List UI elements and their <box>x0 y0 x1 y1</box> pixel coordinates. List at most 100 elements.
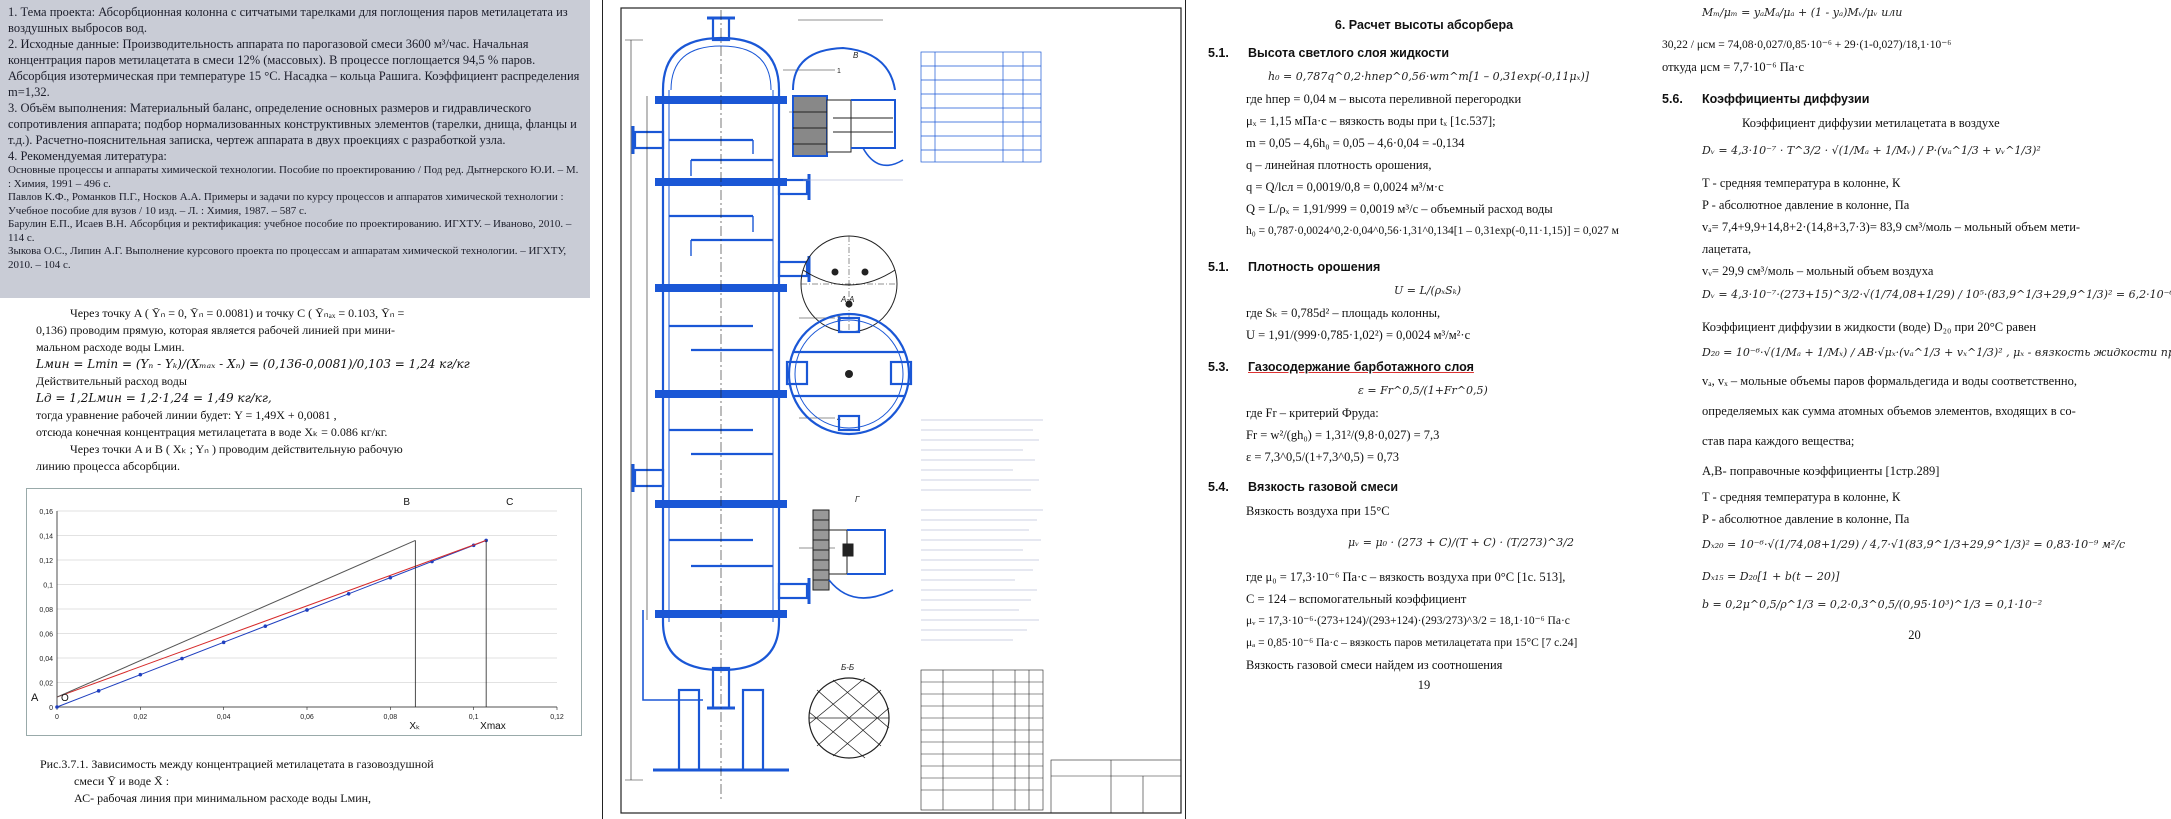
x-tick-label: 0,08 <box>384 714 398 721</box>
caption-line-1: Рис.3.7.1. Зависимость между концентраци… <box>40 757 434 771</box>
assignment-item-2: 2. Исходные данные: Производительность а… <box>8 37 580 99</box>
section-title: Газосодержание барботажного слоя <box>1248 360 1474 374</box>
text-line: C = 124 – вспомогательный коэффициент <box>1246 592 1467 606</box>
x-tick-label: 0,02 <box>134 714 148 721</box>
view-v-label: В <box>853 51 859 60</box>
assignment-item-1: 1. Тема проекта: Абсорбционная колонна с… <box>8 5 568 35</box>
text-line: лацетата, <box>1702 242 1752 256</box>
section-title: Высота светлого слоя жидкости <box>1248 46 1450 60</box>
series-point <box>263 624 268 628</box>
section-number: 5.3. <box>1208 360 1229 374</box>
text-line: Коэффициент диффузии метилацетата в возд… <box>1742 116 2000 130</box>
section-number: 5.6. <box>1662 92 1683 106</box>
formula-dx20: Dₓ₂₀ = 10⁻⁶·√(1/74,08+1/29) / 4,7·√1(83,… <box>1702 538 2126 551</box>
literature-item-1: Основные процессы и аппараты химической … <box>8 164 579 190</box>
section-5-4-header: 5.4.Вязкость газовой смеси <box>1208 476 1398 498</box>
text-line: отсюда конечная концентрация метилацетат… <box>36 425 388 439</box>
literature-item-3: Барулин Е.П., Исаев В.Н. Абсорбция и рек… <box>8 218 572 244</box>
formula-h0: h₀ = 0,787q^0,2·hпер^0,56·wт^m[1 – 0,31e… <box>1268 70 1590 83</box>
detail-g <box>812 509 894 599</box>
formula-u: U = L/(ρₓSₖ) <box>1394 284 1461 297</box>
formula-dv-value: Dᵥ = 4,3·10⁻⁷·(273+15)^3/2·√(1/74,08+1/2… <box>1702 288 2171 301</box>
series-line <box>56 539 487 698</box>
section-title: Коэффициенты диффузии <box>1702 92 1870 106</box>
figure-caption: Рис.3.7.1. Зависимость между концентраци… <box>40 756 580 807</box>
text-line: μᵥ = 17,3·10⁻⁶·(273+124)/(293+124)·(293/… <box>1246 615 1570 627</box>
assignment-scan: 1. Тема проекта: Абсорбционная колонна с… <box>0 0 590 298</box>
series-point <box>96 689 101 693</box>
formula-epsilon: ε = Fr^0,5/(1+Fr^0,5) <box>1358 384 1488 397</box>
text-line: P - абсолютное давление в колонне, Па <box>1702 198 1910 212</box>
text-line: T - средняя температура в колонне, К <box>1702 490 1901 504</box>
point-o-label: O <box>61 693 69 704</box>
point-b-label: B <box>403 497 410 508</box>
text-line: 0,136) проводим прямую, которая является… <box>36 323 395 337</box>
y-tick-label: 0,06 <box>39 632 53 639</box>
series-point <box>346 592 351 596</box>
section-bb <box>808 677 890 759</box>
section-title: Вязкость газовой смеси <box>1248 480 1399 494</box>
text-line: m = 0,05 – 4,6h₀ = 0,05 – 4,6·0,04 = -0,… <box>1246 136 1465 150</box>
engineering-drawing: 1 2 3 4 В <box>602 0 1186 819</box>
formula-mu-air: μᵥ = μ₀ · (273 + C)/(T + C) · (T/273)^3/… <box>1348 536 1574 549</box>
text-line: μₓ = 1,15 мПа·с – вязкость воды при tₓ [… <box>1246 114 1496 128</box>
caption-line-3: АС- рабочая линия при минимальном расход… <box>74 791 372 805</box>
text-line: определяемых как сумма атомных объемов э… <box>1702 404 2076 418</box>
x-tick-label: 0,06 <box>300 714 314 721</box>
text-line: где Sₖ = 0,785d² – площадь колонны, <box>1246 306 1441 320</box>
y-tick-label: 0,02 <box>39 681 53 688</box>
assignment-item-4: 4. Рекомендуемая литература: <box>8 149 167 163</box>
text-line: Q = L/ρₓ = 1,91/999 = 0,0019 м³/с – объе… <box>1246 202 1553 216</box>
text-line: Через точки A и B ( Xₖ ; Yₙ ) проводим д… <box>70 442 403 456</box>
leader-label-1: 1 <box>837 68 841 75</box>
series-point <box>221 640 226 645</box>
series-point <box>484 538 488 543</box>
text-line: q = Q/lсл = 0,0019/0,8 = 0,0024 м³/м·с <box>1246 180 1444 194</box>
section-aa <box>785 312 913 436</box>
text-line: vₐ, vₓ – мольные объемы паров формальдег… <box>1702 374 2077 388</box>
formula-lmin: Lмин = Lmin = (Yₙ - Yₖ)/(Xₘₐₓ - Xₙ) = (0… <box>36 357 470 371</box>
section-5-3-header: 5.3. Газосодержание барботажного слоя <box>1208 356 1474 378</box>
text-line: μₐ = 0,85·10⁻⁶ Па·с – вязкость паров мет… <box>1246 637 1578 649</box>
section-5-1-header: 5.1. Высота светлого слоя жидкости <box>1208 42 1449 64</box>
section-number: 5.1. <box>1208 46 1229 60</box>
xk-label: Xₖ <box>409 721 420 732</box>
page-number: 19 <box>1417 678 1431 692</box>
y-tick-label: 0,04 <box>39 656 53 663</box>
page-number: 20 <box>1908 628 1921 642</box>
technical-requirements <box>921 419 1043 641</box>
text-line: линию процесса абсорбции. <box>36 459 180 473</box>
text-line: T - средняя температура в колонне, К <box>1702 176 1901 190</box>
x-tick-label: 0,1 <box>469 714 479 721</box>
series-line <box>56 539 487 708</box>
x-tick-label: 0 <box>55 714 59 721</box>
nozzle-table <box>920 51 1042 163</box>
section-number: 5.1. <box>1208 260 1229 274</box>
text-line: мальном расходе воды Lмин. <box>36 340 185 354</box>
text-line: тогда уравнение рабочей линии будет: Y =… <box>36 408 337 422</box>
y-tick-label: 0 <box>49 705 53 712</box>
text-line: q – линейная плотность орошения, <box>1246 158 1432 172</box>
text-line: где hпер = 0,04 м – высота переливной пе… <box>1246 92 1522 106</box>
y-tick-label: 0,1 <box>43 583 53 590</box>
text-line: vᵥ= 29,9 см³/моль – мольный объем воздух… <box>1702 264 1934 278</box>
text-line: Коэффициент диффузии в жидкости (воде) D… <box>1702 320 2037 334</box>
formula-mixture: Mₘ/μₘ = yₐMₐ/μₐ + (1 - yₐ)Mᵥ/μᵥ или <box>1702 6 1903 19</box>
text-line: P - абсолютное давление в колонне, Па <box>1702 512 1910 526</box>
page-19: 6. Расчет высоты абсорбера 5.1.Высота св… <box>1208 0 1640 819</box>
text-line: где Fr – критерий Фруда: <box>1246 406 1379 420</box>
section-title: Плотность орошения <box>1248 260 1381 274</box>
section-5-1b-header: 5.1. Плотность орошения <box>1208 256 1380 278</box>
drawing-svg: 1 2 3 4 В <box>620 7 1182 814</box>
formula-d20: D₂₀ = 10⁻⁶·√(1/Mₐ + 1/Mₓ) / AB·√μₓ·(vₐ^1… <box>1702 346 2171 359</box>
text-line: Через точку A ( Ȳₙ = 0, Ȳₙ = 0.0081) и т… <box>70 306 405 320</box>
series-point <box>55 705 59 709</box>
series-point <box>138 672 143 677</box>
formula-dv: Dᵥ = 4,3·10⁻⁷ · T^3/2 · √(1/Mₐ + 1/Mᵥ) /… <box>1702 144 2041 157</box>
page-20: Mₘ/μₘ = yₐMₐ/μₐ + (1 - yₐ)Mᵥ/μᵥ или 30,2… <box>1662 0 2171 819</box>
parts-list <box>920 669 1182 814</box>
text-line: vₐ= 7,4+9,9+14,8+2·(14,8+3,7·3)= 83,9 см… <box>1702 220 2081 234</box>
detail-v <box>792 46 904 167</box>
text-line: h₀ = 0,787·0,0024^0,2·0,04^0,56·1,31^0,1… <box>1246 225 1619 237</box>
y-tick-label: 0,12 <box>39 558 53 565</box>
